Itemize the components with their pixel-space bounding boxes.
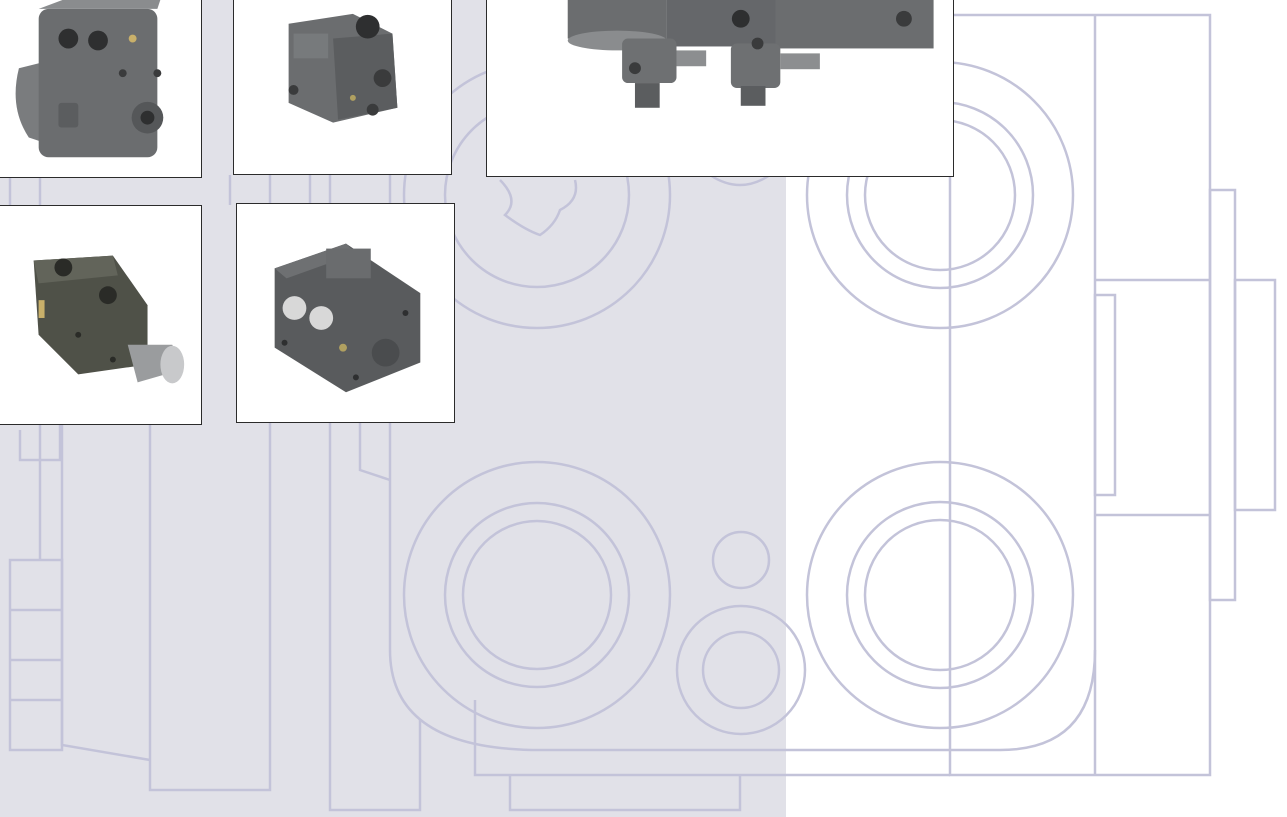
compact-valve-block-photo [288, 13, 398, 123]
valve-product-group-photo [567, 0, 934, 108]
selector-valve-with-knob-photo [33, 255, 185, 384]
product-photo-1 [0, 0, 202, 178]
product-photo-5 [236, 203, 455, 423]
product-photo-2 [233, 0, 452, 175]
product-photo-4 [0, 205, 202, 425]
hydraulic-valve-with-motor-photo [15, 0, 164, 158]
large-valve-block-photo [274, 243, 421, 393]
product-photo-3 [486, 0, 954, 177]
